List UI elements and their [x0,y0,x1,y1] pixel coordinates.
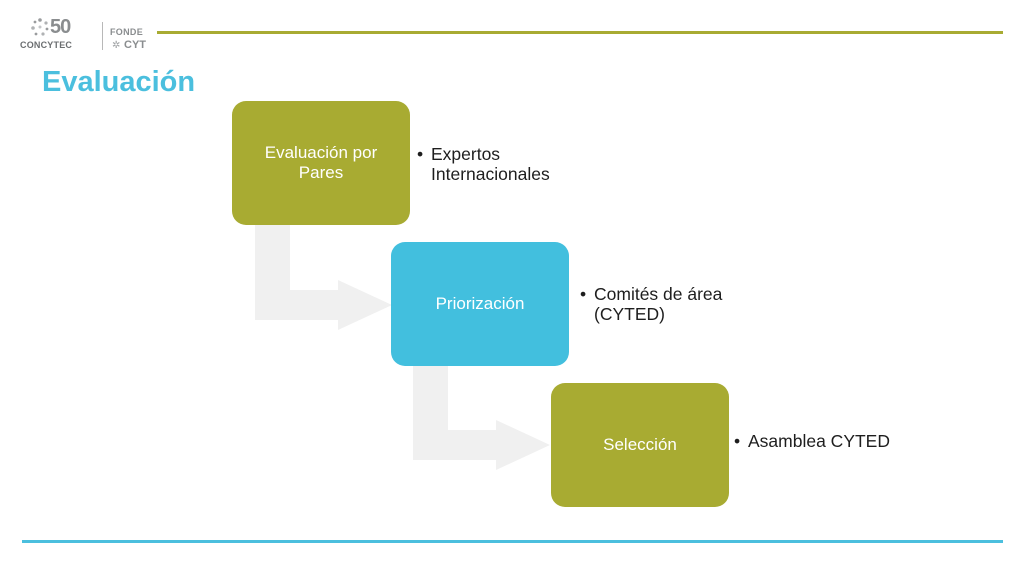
step-bullet-expertos: • Expertos Internacionales [417,144,601,184]
step-label: Evaluación por Pares [264,142,378,182]
concytec-wordmark: CONCYTEC [20,40,73,50]
step-label: Selección [603,434,677,454]
concytec-dots-icon [31,18,49,36]
page-title: Evaluación [42,66,196,98]
fondecyt-mark-icon: ✲ [112,40,121,51]
header-rule [157,31,1003,34]
bullet-dot: • [417,144,424,164]
fondecyt-line2: CYT [124,39,146,51]
step-box-priorizacion: Priorización [391,242,569,366]
step-label: Priorización [435,293,525,313]
fondecyt-logo: FONDE ✲ CYT [110,28,152,54]
step-bullet-text: Expertos Internacionales [431,144,550,185]
step-box-seleccion: Selección [551,383,729,507]
bullet-dot: • [580,284,587,304]
step-bullet-asamblea: • Asamblea CYTED [734,431,948,451]
step-bullet-comites: • Comités de área (CYTED) [580,284,774,324]
step-box-evaluacion-por-pares: Evaluación por Pares [232,101,410,225]
concytec-50-logo: 50 CONCYTEC [20,14,92,54]
step-bullet-text: Asamblea CYTED [748,431,890,451]
concytec-50-number: 50 [50,16,71,38]
connector-arrow-2 [413,365,550,470]
header-logos: 50 CONCYTEC FONDE ✲ CYT [20,14,146,54]
fondecyt-line1: FONDE [110,27,143,37]
logo-divider [102,22,103,50]
bullet-dot: • [734,431,741,451]
footer-rule [22,540,1003,543]
step-bullet-text: Comités de área (CYTED) [594,284,723,325]
connector-arrow-1 [255,225,392,330]
